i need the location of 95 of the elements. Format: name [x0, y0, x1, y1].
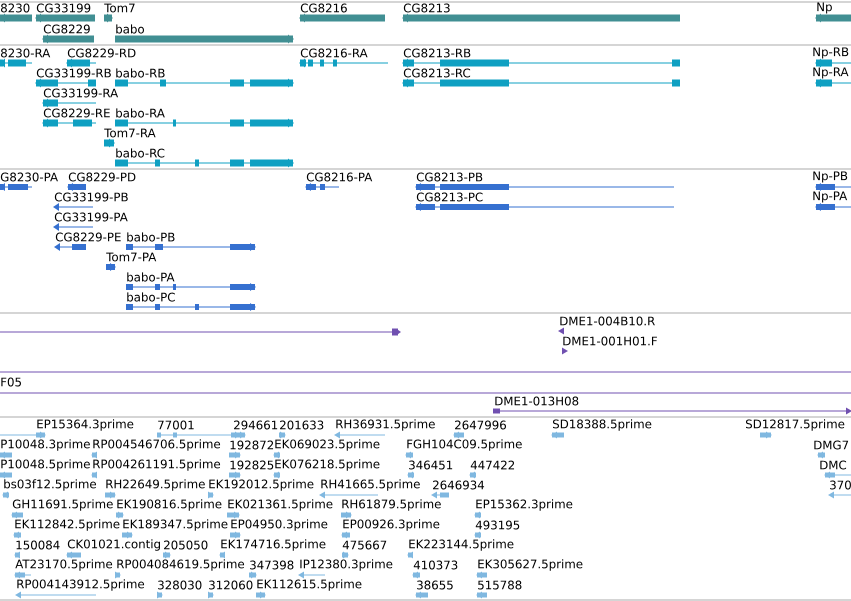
- feature-label: babo-PC: [127, 292, 175, 302]
- feature-label: RP004084619.5prime: [117, 559, 244, 571]
- feature-label: RP004261191.5prime: [93, 459, 220, 471]
- feature-label: 312060: [209, 580, 252, 590]
- feature-label: CG8229-RE: [44, 108, 110, 118]
- feature-label: EK189347.5prime: [123, 519, 228, 531]
- feature-label: CG8229-PD: [68, 172, 136, 182]
- feature-label: EK076218.5prime: [275, 459, 380, 471]
- feature-label: CG33199-PB: [54, 192, 128, 202]
- feature-label: CG8213-RB: [404, 48, 470, 58]
- feature-label: babo-PA: [127, 272, 174, 282]
- feature-label: CG33199-RA: [44, 88, 118, 98]
- feature-label: 447422: [470, 460, 514, 470]
- feature-label: DMC: [820, 460, 846, 470]
- feature-label: EK174716.5prime: [221, 539, 326, 551]
- feature-label: CG8229-PE: [56, 232, 121, 242]
- feature-label: CG8213: [404, 4, 450, 12]
- feature-label: 515788: [478, 580, 522, 590]
- feature-label: 8230-RA: [1, 48, 50, 58]
- feature-label: 370: [830, 480, 851, 490]
- feature-label: 294661: [234, 420, 278, 430]
- feature-label: CG8216-RA: [300, 48, 368, 58]
- feature-label: P10048.5prime: [1, 459, 90, 471]
- feature-label: 38655: [417, 580, 453, 590]
- feature-label: 347398: [250, 560, 294, 570]
- feature-label: DME1-001H01.F: [563, 336, 657, 346]
- feature-label: CK01021.contig: [68, 539, 160, 551]
- feature-label: Np: [817, 2, 832, 14]
- feature-label: bs03f12.5prime: [4, 479, 96, 491]
- feature-label: EP00926.3prime: [343, 519, 440, 531]
- feature-label: babo-RC: [116, 148, 164, 158]
- feature-label: CG8229: [44, 24, 90, 34]
- feature-label: 410373: [414, 560, 458, 570]
- feature-label: EK192012.5prime: [209, 479, 314, 491]
- feature-label: DME1-013H08: [495, 396, 578, 406]
- feature-label: EP04950.3prime: [231, 519, 328, 531]
- feature-label: 77001: [158, 420, 194, 430]
- feature-label: babo-RB: [116, 68, 165, 78]
- feature-label: babo-RA: [116, 108, 165, 118]
- feature-label: 2647996: [455, 420, 506, 430]
- feature-label: Np-RA: [813, 67, 848, 79]
- feature-label: EP15362.3prime: [476, 499, 572, 511]
- feature-label: CG8213-PC: [416, 192, 483, 202]
- feature-label: 205050: [164, 540, 208, 550]
- feature-label: EK112842.5prime: [15, 519, 120, 531]
- feature-label: 192825: [230, 460, 274, 470]
- feature-label: Np-RB: [813, 47, 848, 59]
- feature-label: G8230-PA: [0, 172, 58, 182]
- feature-label: F05: [1, 378, 21, 386]
- feature-label: 328030: [158, 580, 202, 590]
- feature-label: 201633: [280, 420, 324, 430]
- feature-label: DMG7: [814, 440, 848, 450]
- feature-label: 8230: [1, 4, 30, 12]
- feature-label: Tom7: [104, 4, 135, 12]
- feature-label: babo: [116, 24, 144, 34]
- feature-label: 150084: [16, 540, 60, 550]
- feature-label: GH11691.5prime: [12, 499, 113, 511]
- feature-label: RH41665.5prime: [321, 479, 420, 491]
- feature-label: CG8229-RD: [68, 48, 136, 58]
- feature-label: CG33199: [36, 4, 90, 12]
- feature-label: EK223144.5prime: [409, 539, 514, 551]
- feature-label: EK021361.5prime: [228, 499, 332, 511]
- feature-label: RH22649.5prime: [106, 479, 205, 491]
- feature-label: RP004143912.5prime: [17, 579, 144, 591]
- feature-label: RH36931.5prime: [336, 419, 435, 431]
- feature-label: CG8213-PB: [416, 172, 482, 182]
- feature-label: EK112615.5prime: [257, 579, 362, 591]
- feature-label: SD18388.5prime: [552, 419, 652, 431]
- feature-label: SD12817.5prime: [746, 419, 844, 431]
- feature-label: babo-PB: [127, 232, 174, 242]
- feature-label: EK305627.5prime: [478, 559, 582, 571]
- feature-label: Tom7-RA: [104, 128, 156, 138]
- feature-label: 346451: [409, 460, 452, 470]
- feature-label: 493195: [476, 520, 520, 530]
- feature-label: EK069023.5prime: [275, 439, 380, 451]
- feature-label: RP004546706.5prime: [93, 439, 220, 451]
- feature-label: EP15364.3prime: [37, 419, 134, 431]
- feature-label: CG33199-RB: [36, 68, 111, 78]
- feature-label: 192872: [230, 440, 274, 450]
- feature-label: CG8216: [300, 4, 347, 12]
- feature-label: Np-PB: [813, 171, 848, 183]
- feature-label: CG8213-RC: [404, 68, 470, 78]
- feature-label: CG8216-PA: [306, 172, 372, 182]
- feature-label: EK190816.5prime: [117, 499, 222, 511]
- feature-label: FGH104C09.5prime: [407, 439, 522, 451]
- feature-label: AT23170.5prime: [15, 559, 112, 571]
- feature-label: CG33199-PA: [54, 212, 128, 222]
- feature-label: Tom7-PA: [106, 252, 156, 262]
- feature-label: DME1-004B10.R: [560, 316, 655, 326]
- feature-label: IP12380.3prime: [300, 559, 392, 571]
- feature-label: Np-PA: [813, 191, 848, 203]
- feature-label: RH61879.5prime: [342, 499, 441, 511]
- feature-label: P10048.3prime: [1, 439, 90, 451]
- feature-label: 2646934: [433, 480, 484, 490]
- feature-label: 475667: [342, 540, 386, 550]
